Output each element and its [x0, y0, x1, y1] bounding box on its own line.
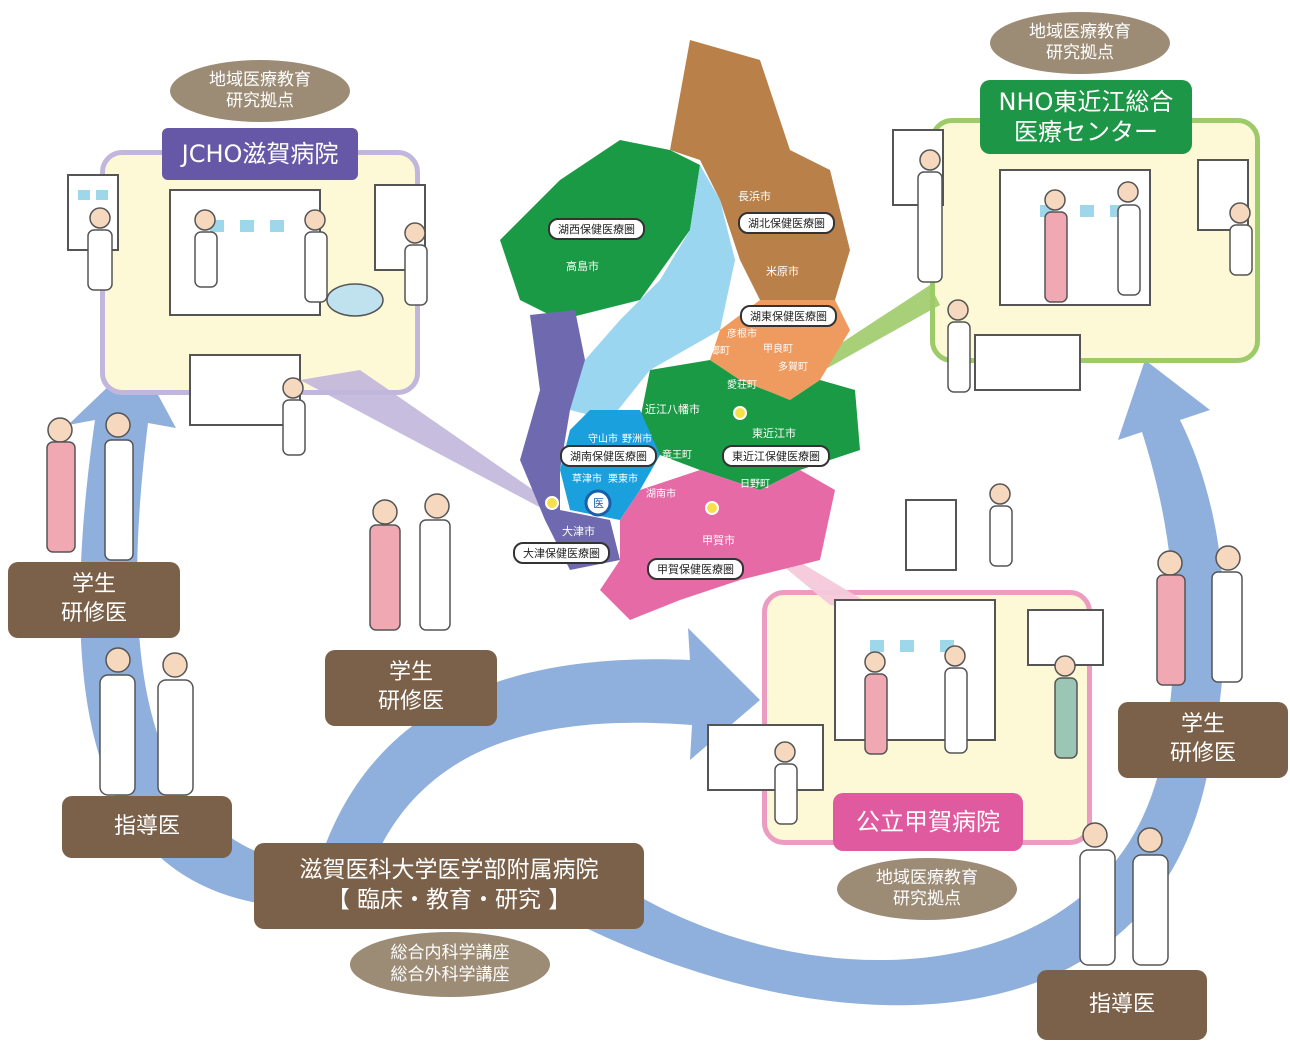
- city-label: 甲良町: [763, 344, 793, 355]
- region-lake: [570, 165, 735, 420]
- university-marker-ring: [584, 489, 612, 517]
- jcho-callout: [300, 370, 552, 510]
- city-label: 大津市: [562, 525, 595, 538]
- city-label: 草津市: [572, 474, 602, 485]
- city-label: 栗東市: [608, 474, 638, 485]
- supervisor-box-right: 指導医: [1037, 970, 1207, 1040]
- trainee-box-left: 学生 研修医: [8, 562, 180, 638]
- arrow-right: [560, 360, 1225, 1006]
- city-label: 竜王町: [662, 450, 692, 461]
- building-icon: [905, 499, 957, 571]
- nho-badge: 地域医療教育 研究拠点: [990, 12, 1170, 74]
- region-kohoku: [670, 40, 850, 300]
- building-icon: [707, 724, 824, 791]
- supervisor-box-left: 指導医: [62, 796, 232, 858]
- zone-label-otsu: 大津保健医療圏: [513, 542, 610, 564]
- region-koka: [600, 470, 835, 620]
- jcho-badge: 地域医療教育 研究拠点: [170, 60, 350, 122]
- otsu-marker: [545, 496, 559, 510]
- city-label: 野洲市: [622, 434, 652, 445]
- city-label: 高島市: [566, 260, 599, 273]
- city-label: 東近江市: [752, 427, 796, 440]
- building-icon: [834, 599, 996, 741]
- building-icon: [189, 354, 301, 426]
- trainee-box-right: 学生 研修医: [1118, 702, 1288, 778]
- university-departments: 総合内科学講座 総合外科学講座: [350, 932, 550, 997]
- city-label: 長浜市: [738, 190, 771, 203]
- koka-marker: [705, 501, 719, 515]
- university-marker: 医: [593, 497, 604, 510]
- building-icon: [974, 334, 1081, 391]
- trainee-box-middle: 学生 研修医: [325, 650, 497, 726]
- city-label: 豊郷町: [700, 346, 730, 357]
- people-figures: [46, 149, 1253, 966]
- city-label: 近江八幡市: [645, 403, 700, 416]
- region-otsu: [520, 310, 620, 570]
- zone-label-kosei: 湖西保健医療圏: [548, 218, 645, 240]
- city-label: 日野町: [740, 479, 770, 490]
- city-label: 湖南市: [646, 489, 676, 500]
- jcho-name: JCHO滋賀病院: [162, 128, 358, 180]
- city-label: 甲賀市: [702, 534, 735, 547]
- building-icon: [169, 189, 321, 316]
- koka-name: 公立甲賀病院: [833, 793, 1023, 851]
- nho-name: NHO東近江総合 医療センター: [980, 80, 1192, 154]
- city-label: 彦根市: [727, 329, 757, 340]
- arrow-middle: [320, 628, 760, 870]
- zone-label-koto: 湖東保健医療圏: [740, 305, 837, 327]
- city-label: 守山市: [588, 434, 618, 445]
- higashiomi-marker: [733, 406, 747, 420]
- zone-label-kohoku: 湖北保健医療圏: [738, 212, 835, 234]
- city-label: 愛荘町: [727, 380, 757, 391]
- zone-label-konan: 湖南保健医療圏: [560, 445, 657, 467]
- university-name: 滋賀医科大学医学部附属病院 【 臨床・教育・研究 】: [254, 843, 644, 929]
- zone-label-koka: 甲賀保健医療圏: [647, 558, 744, 580]
- city-label: 米原市: [766, 265, 799, 278]
- koka-badge: 地域医療教育 研究拠点: [837, 858, 1017, 920]
- city-label: 多賀町: [778, 362, 808, 373]
- zone-label-higashiomi: 東近江保健医療圏: [722, 445, 830, 467]
